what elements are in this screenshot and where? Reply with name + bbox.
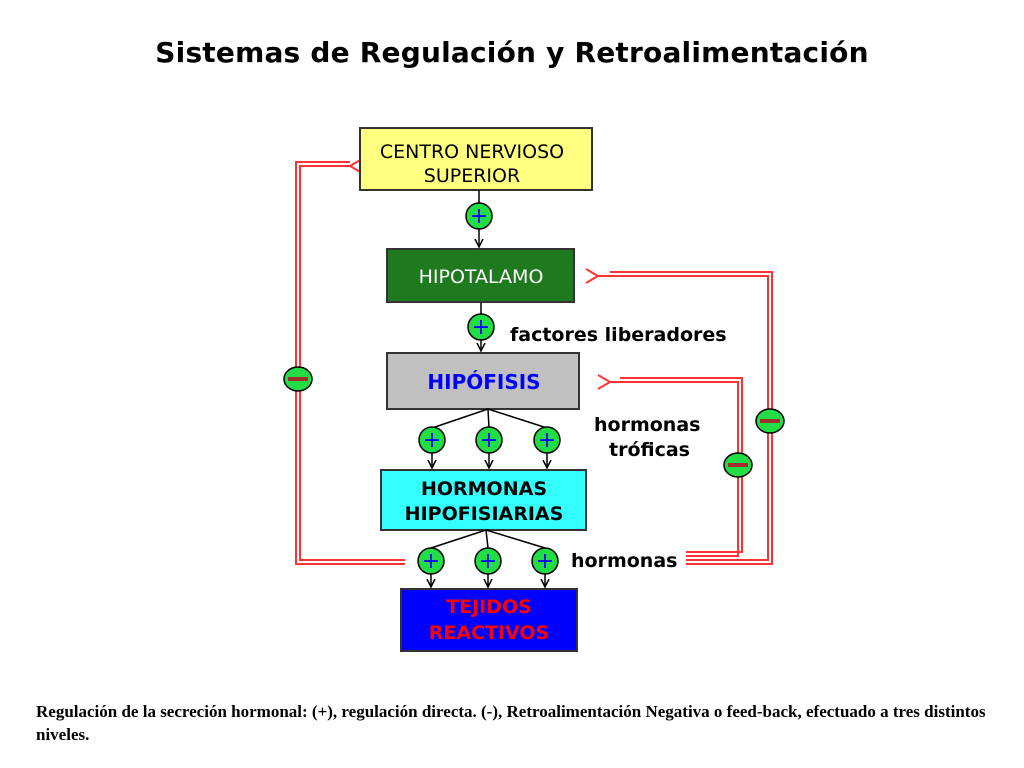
feedback-line-hipofisis: [597, 374, 739, 557]
slide-title: Sistemas de Regulación y Retroalimentaci…: [155, 36, 869, 69]
plus-node-hormonas-1: +: [417, 547, 445, 575]
plus-nodes: + + + + + + + +: [417, 202, 561, 575]
box-centro-line1: CENTRO NERVIOSO: [380, 141, 564, 163]
plus-node-hipotalamo: +: [467, 313, 495, 341]
minus-node-hipofisis: [723, 452, 753, 478]
svg-text:+: +: [538, 428, 556, 453]
box-hormonas-line2: HIPOFISIARIAS: [405, 503, 564, 525]
connectors: [431, 190, 547, 587]
minus-nodes: [283, 366, 785, 478]
box-tejidos-reactivos: TEJIDOS REACTIVOS: [400, 588, 578, 652]
box-tejidos-line1: TEJIDOS: [446, 596, 532, 618]
minus-node-hipotalamo: [755, 408, 785, 434]
label-hormonas-troficas-2: tróficas: [609, 439, 690, 461]
plus-node-hormonas-2: +: [474, 547, 502, 575]
svg-text:+: +: [480, 428, 498, 453]
svg-text:+: +: [470, 204, 488, 229]
plus-node-hormonas-3: +: [531, 547, 559, 575]
plus-node-hipofisis-1: +: [418, 426, 446, 454]
plus-node-centro: +: [465, 202, 493, 230]
box-centro-nervioso: CENTRO NERVIOSO SUPERIOR: [359, 127, 593, 191]
label-hormonas: hormonas: [571, 550, 677, 572]
minus-node-centro: [283, 366, 313, 392]
plus-node-hipofisis-2: +: [475, 426, 503, 454]
box-hipofisis-label: HIPÓFISIS: [427, 370, 540, 394]
box-hipofisis: HIPÓFISIS: [386, 352, 580, 410]
feedback-line-centro: [299, 158, 405, 561]
svg-text:+: +: [472, 315, 490, 340]
box-hormonas-hipofisiarias: HORMONAS HIPOFISIARIAS: [380, 469, 587, 531]
box-tejidos-line2: REACTIVOS: [429, 622, 550, 644]
box-hipotalamo: HIPOTALAMO: [386, 248, 575, 303]
box-centro-line2: SUPERIOR: [424, 165, 520, 187]
plus-node-hipofisis-3: +: [533, 426, 561, 454]
svg-text:+: +: [423, 428, 441, 453]
caption: Regulación de la secreción hormonal: (+)…: [36, 702, 986, 744]
label-hormonas-troficas-1: hormonas: [594, 414, 700, 436]
svg-text:+: +: [479, 549, 497, 574]
label-factores-liberadores: factores liberadores: [510, 324, 727, 346]
box-hormonas-line1: HORMONAS: [421, 478, 547, 500]
svg-text:+: +: [422, 549, 440, 574]
box-hipotalamo-label: HIPOTALAMO: [419, 266, 544, 288]
svg-text:+: +: [536, 549, 554, 574]
